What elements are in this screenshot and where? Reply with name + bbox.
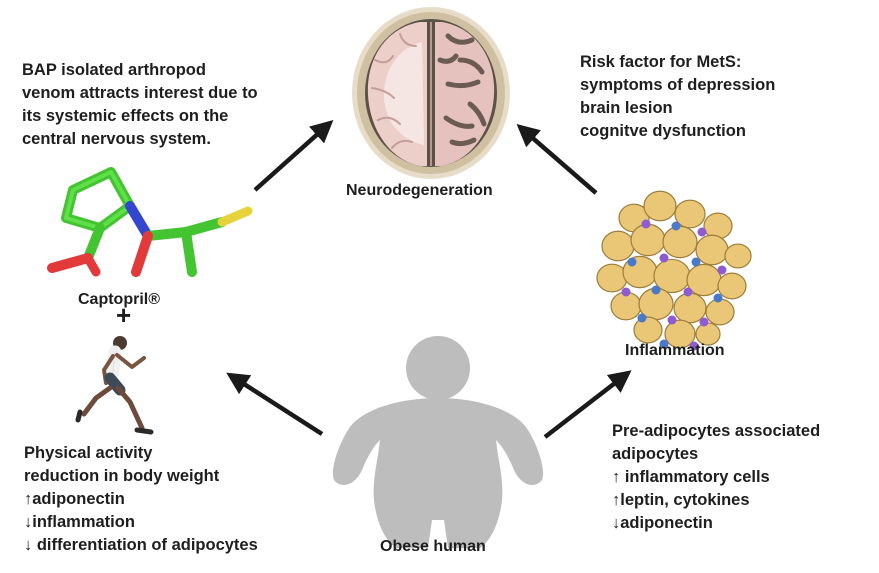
- immune-cell: [717, 265, 727, 275]
- text-line: its systemic effects on the: [22, 107, 229, 125]
- obese-human-label: Obese human: [380, 538, 486, 555]
- physical-activity-text: Physical activity reduction in body weig…: [24, 442, 258, 557]
- text-line: cognitve dysfunction: [580, 122, 746, 140]
- text-line: symptoms of depression: [580, 76, 776, 94]
- arrow-to-activity: [226, 372, 324, 436]
- text-line: Pre-adipocytes associated: [612, 422, 821, 440]
- adipocyte-cell: [630, 223, 666, 257]
- adipocyte-cell: [664, 319, 696, 349]
- text-line: ↓inflammation: [24, 513, 135, 531]
- text-line: ↓adiponectin: [612, 514, 713, 532]
- immune-cell: [671, 221, 681, 231]
- captopril-molecule-icon: [47, 167, 253, 277]
- neurodegeneration-label: Neurodegeneration: [346, 182, 493, 199]
- immune-cell: [713, 293, 723, 303]
- plus-sign: +: [116, 300, 132, 330]
- immune-cell: [659, 339, 669, 349]
- text-line: Physical activity: [24, 444, 153, 462]
- text-line: ↑adiponectin: [24, 490, 125, 508]
- adipocyte-cell: [703, 212, 733, 240]
- immune-cell: [699, 317, 709, 327]
- arrow-to-inflammation: [543, 370, 632, 439]
- text-line: ↑leptin, cytokines: [612, 491, 750, 509]
- text-line: Risk factor for MetS:: [580, 53, 742, 71]
- immune-cell: [659, 253, 669, 263]
- adipocyte-cell: [673, 292, 707, 324]
- text-line: brain lesion: [580, 99, 673, 117]
- inflammation-label: Inflammation: [625, 342, 725, 359]
- text-line: BAP isolated arthropod: [22, 61, 206, 79]
- arrow-to-neuro-from-right: [516, 124, 598, 195]
- adipocyte-cell: [705, 298, 735, 326]
- adipocyte-cell: [601, 230, 635, 262]
- immune-cell: [689, 341, 699, 351]
- text-line: adipocytes: [612, 445, 699, 463]
- text-line: central nervous system.: [22, 130, 211, 148]
- adipocyte-cell: [633, 316, 663, 344]
- immune-cell: [691, 257, 701, 267]
- adipocyte-cell: [596, 263, 628, 293]
- pre-adipocytes-text: Pre-adipocytes associated adipocytes ↑ i…: [612, 420, 820, 535]
- adipocyte-cell: [643, 190, 677, 222]
- adipocyte-cell: [717, 272, 747, 300]
- text-line: venom attracts interest due to: [22, 84, 258, 102]
- runner-icon: [75, 336, 154, 435]
- immune-cell: [637, 313, 647, 323]
- text-line: reduction in body weight: [24, 467, 220, 485]
- bap-venom-text: BAP isolated arthropod venom attracts in…: [22, 59, 258, 151]
- obese-human-icon: [332, 336, 544, 548]
- arrow-to-neuro-from-left: [253, 120, 334, 192]
- immune-cell: [697, 227, 707, 237]
- mets-risk-text: Risk factor for MetS: symptoms of depres…: [580, 51, 775, 143]
- text-line: ↑ inflammatory cells: [612, 468, 770, 486]
- adipocyte-cell: [674, 199, 706, 229]
- immune-cell: [641, 219, 651, 229]
- immune-cell: [627, 257, 637, 267]
- adipocyte-cell: [695, 234, 729, 266]
- immune-cell: [621, 287, 631, 297]
- immune-cell: [651, 285, 661, 295]
- arrows: [226, 120, 632, 439]
- adipocyte-cell: [662, 225, 698, 259]
- immune-cell: [683, 287, 693, 297]
- text-line: ↓ differentiation of adipocytes: [24, 536, 258, 554]
- brain-icon: [352, 7, 510, 179]
- captopril-label: Captopril®: [78, 291, 161, 308]
- adipose-tissue-icon: [596, 190, 752, 351]
- immune-cell: [667, 315, 677, 325]
- adipocyte-cell: [724, 243, 752, 269]
